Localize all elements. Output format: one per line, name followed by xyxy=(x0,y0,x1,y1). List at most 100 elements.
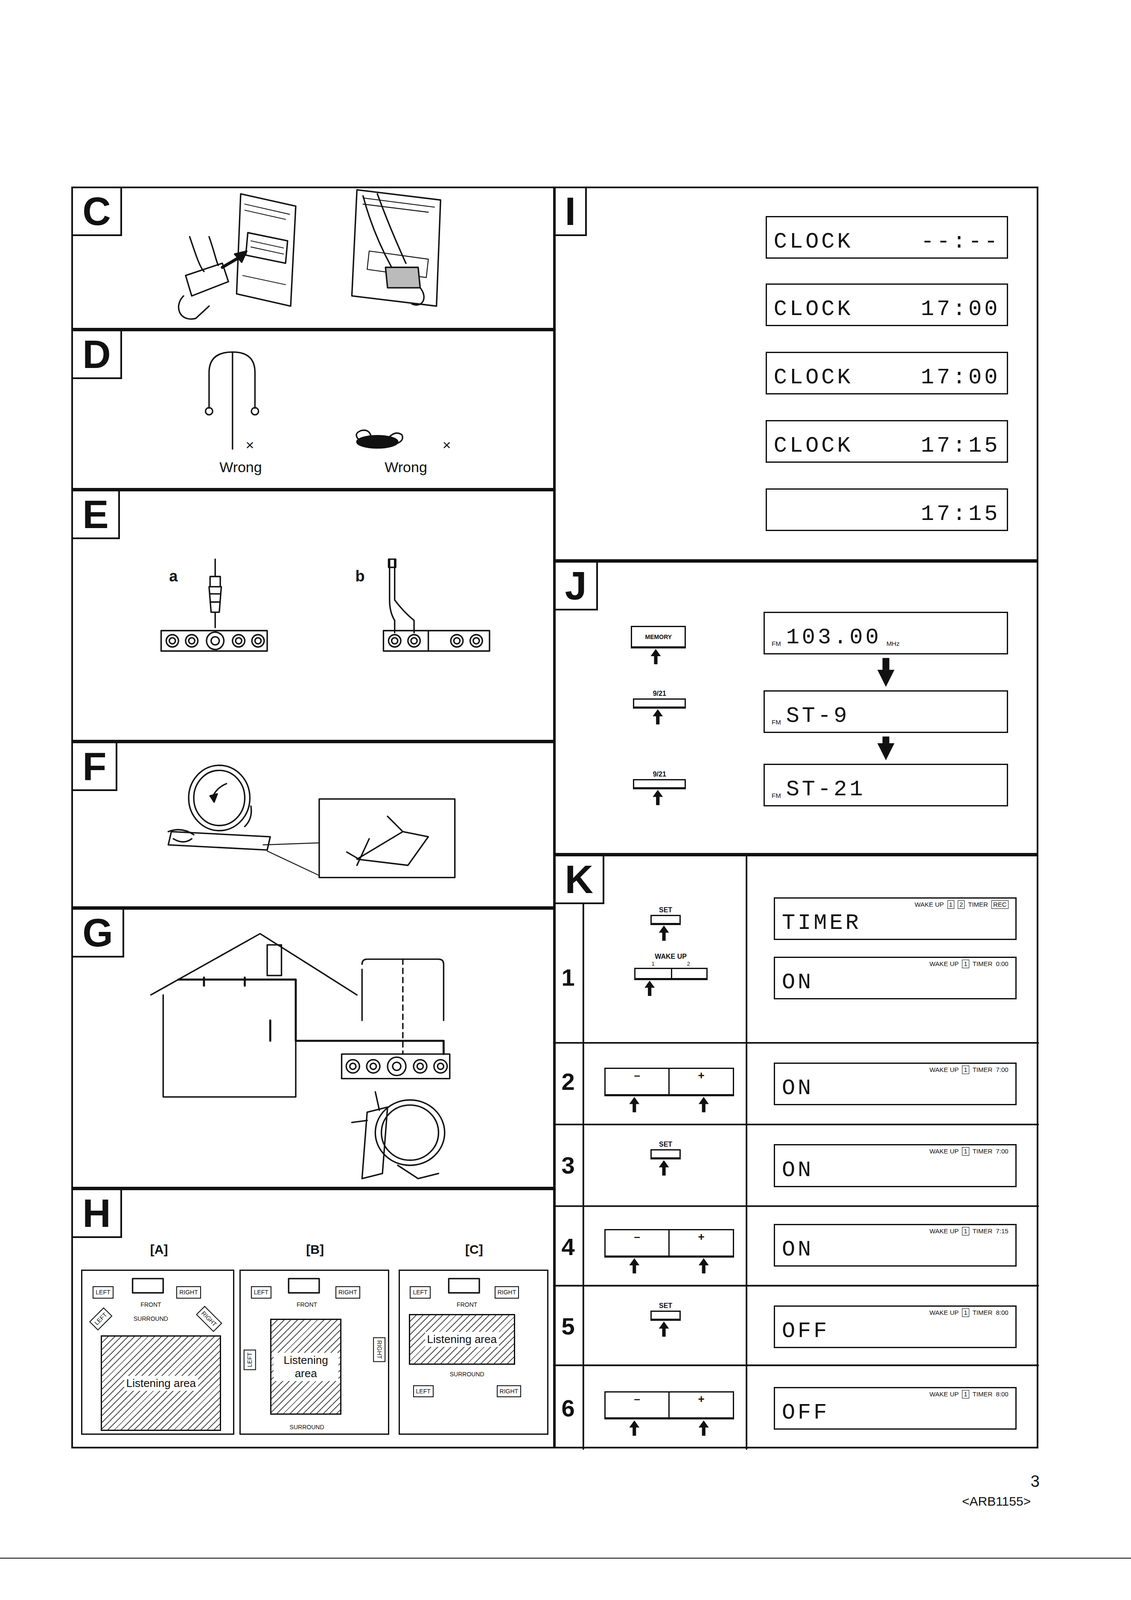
listening-area: Listening area xyxy=(408,1313,516,1365)
panel-letter: K xyxy=(555,856,605,904)
figure-panel: C xyxy=(71,186,555,330)
lcd-indicators: WAKE UP1TIMER7:00 xyxy=(929,1146,1009,1156)
wire-and-arrows xyxy=(168,783,252,842)
lcd-row: ON xyxy=(781,1075,1009,1102)
button-heading: 9/21 xyxy=(617,770,702,779)
button: –+ xyxy=(604,1228,734,1258)
figure-panel: LEFTRIGHTLEFTRIGHTListening area[A]FRONT… xyxy=(71,1188,555,1449)
indicator: WAKE UP xyxy=(929,1308,960,1317)
indicator: 1 xyxy=(961,959,969,968)
button-face-label: + xyxy=(668,1230,733,1256)
figure-letter: b xyxy=(355,567,365,586)
room-plan: LEFTRIGHTLEFTRIGHTListening area[A]FRONT… xyxy=(81,1269,234,1435)
position-label: SURROUND xyxy=(132,1314,170,1322)
lcd-row: FMST-9 xyxy=(771,703,1000,729)
listening-area: Listening area xyxy=(100,1335,222,1432)
step-number: 2 xyxy=(561,1066,575,1095)
loop-antenna xyxy=(188,765,250,831)
lcd-display: CLOCK17:00 xyxy=(765,283,1009,327)
speaker-label: LEFT xyxy=(95,1288,111,1296)
indicator: TIMER xyxy=(972,1065,993,1074)
lcd-indicators: WAKE UP12TIMERREC xyxy=(914,900,1009,909)
clip-detail xyxy=(356,831,429,866)
terminals xyxy=(188,637,195,644)
figure-panel: F xyxy=(71,741,555,908)
antenna-lug xyxy=(251,407,259,415)
button-name: 9/21 xyxy=(617,689,702,698)
terminals xyxy=(434,1059,448,1073)
terminals xyxy=(346,1056,448,1076)
wrong-note: Wrong xyxy=(384,458,428,476)
button-name: SET xyxy=(634,906,697,914)
button-heading: SET xyxy=(634,1140,697,1149)
lcd-display: OFFWAKE UP1TIMER8:00 xyxy=(773,1305,1017,1348)
lcd-text: CLOCK xyxy=(773,433,854,459)
detail-inset xyxy=(319,798,455,878)
press-arrow xyxy=(658,1160,670,1176)
speaker-box: LEFT xyxy=(413,1384,434,1398)
outdoor-antenna-wire xyxy=(178,977,444,1054)
lcd-text: ON xyxy=(781,1075,814,1102)
press-arrow xyxy=(644,980,655,996)
lcd-display: 17:15 xyxy=(765,488,1009,531)
speaker-label: RIGHT xyxy=(200,1309,219,1328)
lcd-row: ON xyxy=(781,1157,1009,1184)
speaker-box: LEFT xyxy=(243,1349,257,1370)
lcd-display: CLOCK--:-- xyxy=(765,215,1009,259)
terminals xyxy=(370,1063,377,1070)
center-speaker xyxy=(132,1278,164,1293)
lcd-display: FM103.00MHz xyxy=(763,611,1009,655)
speaker-box: RIGHT xyxy=(195,1305,222,1332)
coiled-wire xyxy=(356,435,398,449)
flow-arrow xyxy=(882,736,890,744)
position-label: SURROUND xyxy=(288,1423,326,1431)
figure-panel: MEMORYFM103.00MHz9/21FMST-99/21FMST-21J xyxy=(553,560,1039,855)
lcd-text: TIMER xyxy=(781,910,862,936)
speaker-label: RIGHT xyxy=(179,1288,199,1296)
page-rule xyxy=(0,1557,1131,1559)
lcd-time: 17:15 xyxy=(920,433,1000,459)
plug xyxy=(385,267,420,288)
hand xyxy=(363,193,425,305)
speaker-label: RIGHT xyxy=(499,1387,519,1395)
press-arrow xyxy=(652,789,663,805)
lcd-indicators: WAKE UP1TIMER8:00 xyxy=(929,1389,1009,1399)
lcd-indicators: WAKE UP1TIMER7:15 xyxy=(929,1226,1009,1236)
lcd-display: ONWAKE UP1TIMER7:00 xyxy=(773,1062,1017,1105)
panel-letter: F xyxy=(72,743,118,791)
band-label: FM xyxy=(771,791,782,800)
room-plan: LEFTRIGHTListening areaLEFTRIGHT[C]FRONT… xyxy=(398,1269,549,1435)
wrong-note: Wrong xyxy=(219,458,263,476)
plug xyxy=(185,263,229,296)
figure-panel: CLOCK--:--CLOCK17:00CLOCK17:00CLOCK17:15… xyxy=(553,186,1039,561)
button-heading: SET xyxy=(634,1301,697,1310)
position-label: FRONT xyxy=(295,1300,318,1308)
line-art xyxy=(0,189,1131,1558)
lcd-text: ST-9 xyxy=(786,703,850,729)
button-number: 2 xyxy=(686,960,690,967)
step-number: 6 xyxy=(561,1393,575,1422)
terminals xyxy=(166,632,264,650)
press-arrow xyxy=(629,1419,640,1436)
terminals xyxy=(392,1061,401,1070)
center-speaker xyxy=(448,1278,480,1293)
turn-arrow xyxy=(209,793,218,802)
indicator: TIMER xyxy=(967,900,989,909)
speaker-box: RIGHT xyxy=(373,1336,386,1362)
feeder-wire xyxy=(388,559,414,633)
button-number-row: 12 xyxy=(618,960,724,967)
lcd-time: --:-- xyxy=(920,229,1000,255)
indicator: 8:00 xyxy=(995,1390,1009,1398)
figure-panel: SETWAKE UP12TIMERWAKE UP12TIMERRECONWAKE… xyxy=(553,854,1039,1449)
button: 9/21 xyxy=(632,778,686,790)
speaker-box: LEFT xyxy=(89,1306,113,1330)
panel-letter: H xyxy=(72,1189,122,1238)
speaker-label: LEFT xyxy=(416,1387,431,1395)
button-face-label: + xyxy=(668,1392,733,1418)
terminals xyxy=(387,1056,406,1076)
dipole-lead xyxy=(402,959,404,1054)
terminals xyxy=(388,634,483,648)
speaker-label: LEFT xyxy=(246,1352,254,1367)
terminals xyxy=(413,1059,427,1073)
lcd-text: OFF xyxy=(781,1318,830,1344)
